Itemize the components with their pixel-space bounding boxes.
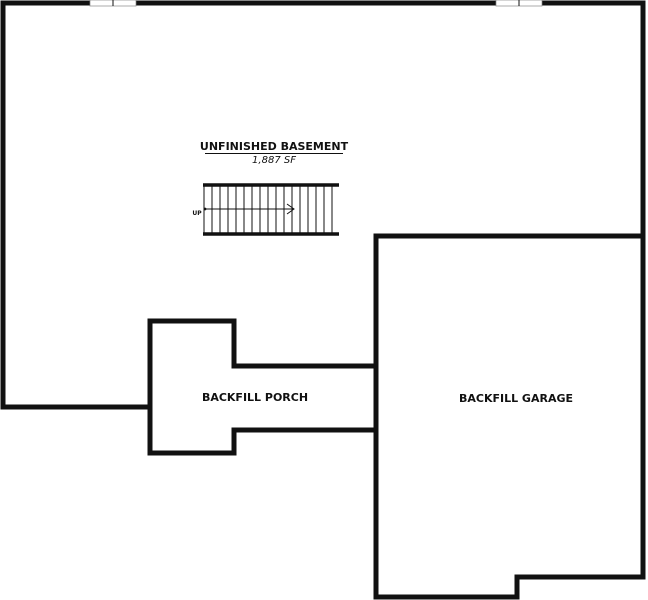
window-right bbox=[495, 0, 543, 7]
porch-wall bbox=[147, 318, 379, 456]
stairs: UP bbox=[192, 183, 339, 236]
garage-wall bbox=[373, 233, 646, 600]
basement-wall bbox=[0, 0, 646, 410]
garage-name: BACKFILL GARAGE bbox=[459, 392, 573, 405]
stair-arrow-head bbox=[286, 203, 295, 215]
basement-area: 1,887 SF bbox=[252, 155, 296, 166]
basement-name: UNFINISHED BASEMENT bbox=[200, 140, 349, 153]
window-left bbox=[89, 0, 137, 7]
porch-name: BACKFILL PORCH bbox=[202, 391, 308, 404]
stair-direction-label: UP bbox=[192, 210, 202, 217]
